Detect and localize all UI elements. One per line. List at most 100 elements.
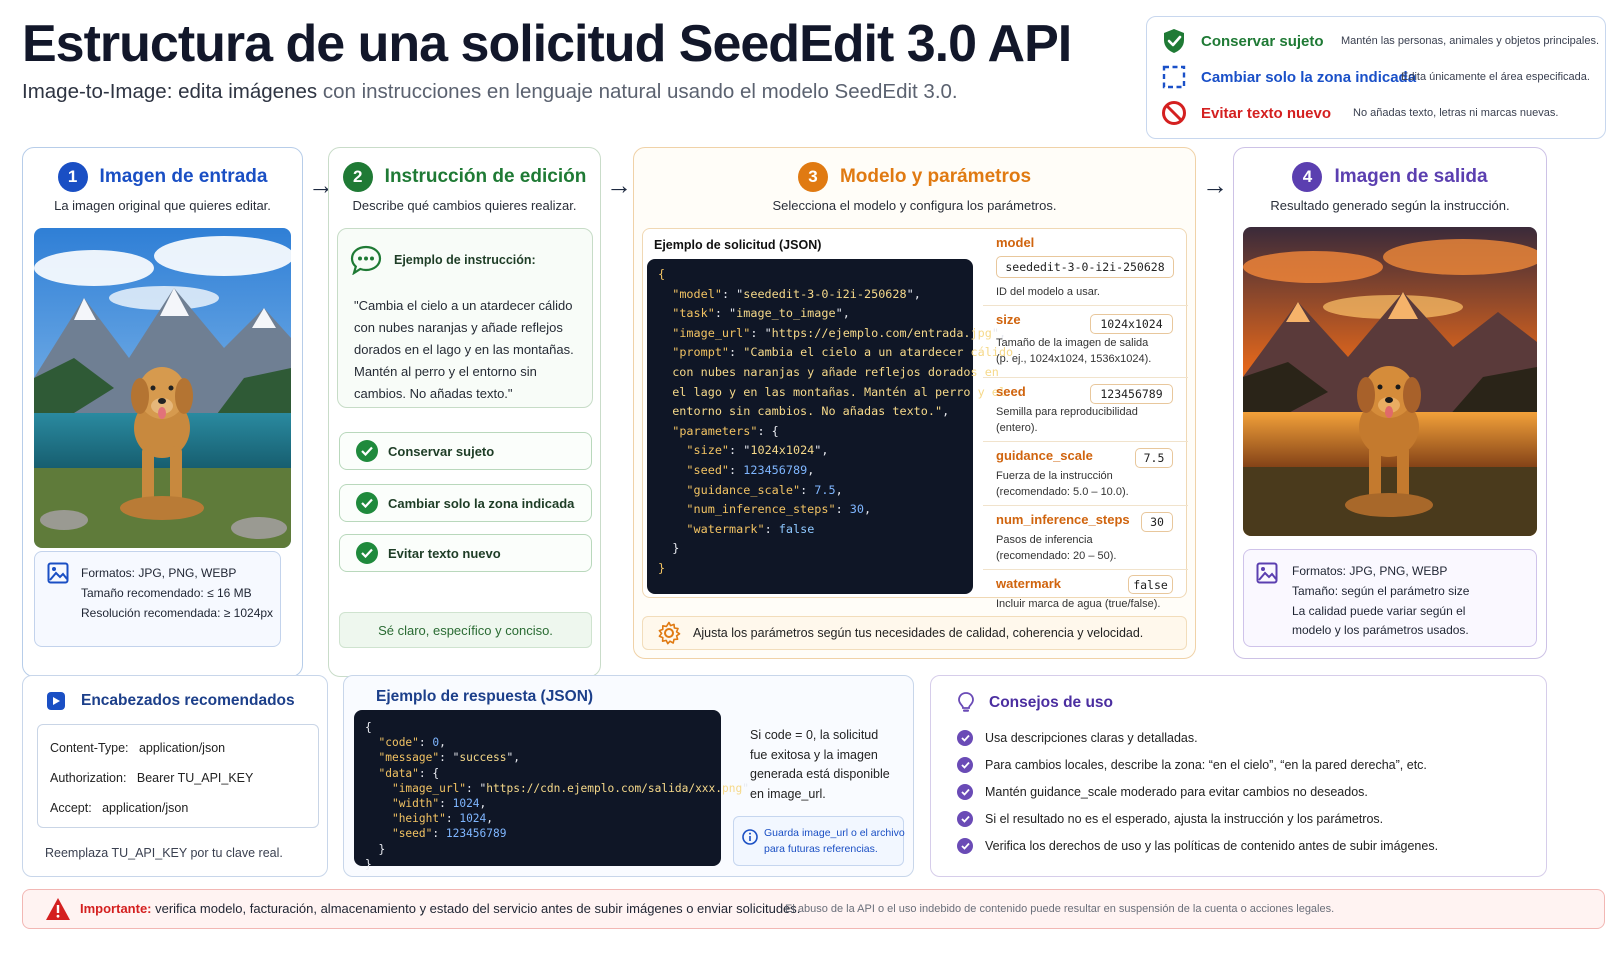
- param-desc: (entero).: [996, 422, 1038, 434]
- subtitle-rest: con instrucciones en lenguaje natural us…: [317, 80, 958, 103]
- header-key: Authorization:: [50, 771, 127, 785]
- step1-header: 1 Imagen de entrada: [23, 162, 302, 192]
- step2-header: 2 Instrucción de edición: [329, 162, 600, 192]
- response-tip: Guarda image_url o el archivo para futur…: [764, 826, 905, 857]
- tip-item: Si el resultado no es el esperado, ajust…: [957, 811, 1383, 827]
- step-title: Imagen de entrada: [99, 166, 268, 187]
- explain-line: Si code = 0, la solicitud: [750, 728, 879, 742]
- param-seed: seed 123456789 Semilla para reproducibil…: [983, 378, 1188, 442]
- header-row: Authorization: Bearer TU_API_KEY: [50, 771, 253, 785]
- page-title: Estructura de una solicitud SeedEdit 3.0…: [22, 15, 1072, 73]
- param-value: 7.5: [1135, 448, 1173, 468]
- header-value: application/json: [138, 741, 226, 755]
- resp-width-value: 1024: [452, 797, 480, 811]
- tip-line: para futuras referencias.: [764, 842, 878, 855]
- step-title: Instrucción de edición: [384, 166, 587, 187]
- tip-text: Mantén guidance_scale moderado para evit…: [985, 785, 1368, 799]
- param-desc: (recomendado: 20 – 50).: [996, 550, 1117, 562]
- document-icon: [45, 690, 67, 717]
- input-image: [34, 228, 291, 548]
- step-number: 4: [1292, 162, 1323, 192]
- tip-item: Verifica los derechos de uso y las polít…: [957, 838, 1438, 854]
- param-guidance-scale: guidance_scale 7.5 Fuerza de la instrucc…: [983, 442, 1188, 506]
- step-number: 2: [342, 162, 373, 192]
- headers-table: Content-Type: application/json Authoriza…: [37, 724, 319, 828]
- json-image-url-value: https://ejemplo.com/entrada.jpg: [771, 325, 992, 340]
- step3-header: 3 Modelo y parámetros: [634, 162, 1195, 192]
- resp-seed-value: 123456789: [445, 827, 507, 841]
- warning-text: Importante: verifica modelo, facturación…: [80, 901, 800, 916]
- step-subtitle: Describe qué cambios quieres realizar.: [352, 198, 577, 213]
- warning-note: El abuso de la API o el uso indebido de …: [785, 903, 1335, 915]
- legend-row-conservar: Conservar sujeto Mantén las personas, an…: [1161, 27, 1599, 55]
- step-title: Imagen de salida: [1334, 166, 1488, 187]
- param-watermark: watermark false Incluir marca de agua (t…: [983, 570, 1188, 610]
- arrow-right-icon: →: [606, 170, 632, 200]
- headers-note: Reemplaza TU_API_KEY por tu clave real.: [45, 846, 283, 860]
- legend-label: Evitar texto nuevo: [1201, 104, 1332, 122]
- param-desc: Semilla para reproducibilidad: [996, 406, 1138, 418]
- request-json-panel: Ejemplo de solicitud (JSON) { "model": "…: [642, 228, 1188, 610]
- check-circle-icon: [356, 492, 378, 514]
- check-cambiar-zona: Cambiar solo la zona indicada: [339, 484, 592, 522]
- response-json-code: { "code": 0, "message": "success", "data…: [354, 710, 756, 871]
- param-size: size 1024x1024 Tamaño de la imagen de sa…: [983, 306, 1188, 378]
- tips-title: Consejos de uso: [989, 694, 1114, 711]
- output-info-line: La calidad puede variar según el: [1292, 604, 1466, 618]
- lightbulb-icon: [955, 690, 977, 719]
- param-desc: Incluir marca de agua (true/false).: [996, 598, 1161, 610]
- param-value: 30: [1141, 512, 1173, 532]
- json-guidance-value: 7.5: [814, 482, 836, 497]
- param-desc: Fuerza de la instrucción: [996, 470, 1113, 482]
- response-explanation: Si code = 0, la solicitud fue exitosa y …: [750, 726, 890, 804]
- step-title: Modelo y parámetros: [839, 166, 1032, 187]
- step-subtitle: La imagen original que quieres editar.: [54, 198, 271, 213]
- response-title: Ejemplo de respuesta (JSON): [376, 688, 594, 705]
- arrow-right-icon: →: [1202, 170, 1228, 200]
- warning-icon: [45, 897, 71, 926]
- header-key: Content-Type:: [50, 741, 129, 755]
- json-model-value: seededit-3-0-i2i-250628: [743, 286, 907, 301]
- legend-label: Cambiar solo la zona indicada: [1201, 68, 1417, 86]
- tip-item: Mantén guidance_scale moderado para evit…: [957, 784, 1368, 800]
- legend-box: Conservar sujeto Mantén las personas, an…: [1146, 16, 1606, 139]
- headers-title: Encabezados recomendados: [81, 692, 295, 709]
- image-icon: [47, 562, 69, 589]
- image-icon: [1256, 562, 1278, 589]
- param-value: seededit-3-0-i2i-250628: [996, 256, 1174, 278]
- response-tip-box: Guarda image_url o el archivo para futur…: [733, 816, 905, 866]
- json-size-value: 1024x1024: [750, 443, 815, 458]
- check-label: Conservar sujeto: [388, 443, 495, 459]
- output-info-box: Formatos: JPG, PNG, WEBP Tamaño: según e…: [1243, 549, 1537, 647]
- explain-line: generada está disponible: [750, 767, 890, 781]
- param-name: num_inference_steps: [996, 512, 1130, 527]
- step4-card: 4 Imagen de salida Resultado generado se…: [1233, 147, 1547, 659]
- input-info-line: Formatos: JPG, PNG, WEBP: [81, 566, 237, 580]
- legend-desc: Edita únicamente el área especificada.: [1401, 71, 1590, 83]
- param-name: seed: [996, 384, 1026, 399]
- header-row: Accept: application/json: [50, 801, 188, 815]
- check-circle-icon: [957, 811, 973, 827]
- step-number: 1: [57, 162, 88, 192]
- header-row: Content-Type: application/json: [50, 741, 225, 755]
- step-subtitle: Selecciona el modelo y configura los par…: [772, 198, 1057, 213]
- json-task-value: image_to_image: [736, 306, 836, 321]
- step4-header: 4 Imagen de salida: [1234, 162, 1546, 192]
- check-evitar-texto: Evitar texto nuevo: [339, 534, 592, 572]
- check-circle-icon: [957, 784, 973, 800]
- instruction-example-text: "Cambia el cielo a un atardecer cálido c…: [354, 298, 574, 401]
- input-info-box: Formatos: JPG, PNG, WEBP Tamaño recomend…: [34, 551, 281, 647]
- info-icon: [742, 829, 758, 850]
- json-steps-value: 30: [849, 502, 865, 517]
- tip-text: Para cambios locales, describe la zona: …: [985, 758, 1427, 772]
- check-circle-icon: [356, 440, 378, 462]
- warning-body: verifica modelo, facturación, almacenami…: [151, 901, 801, 916]
- response-card: Ejemplo de respuesta (JSON) { "code": 0,…: [343, 675, 914, 877]
- explain-line: en image_url.: [750, 786, 826, 801]
- input-info-line: Resolución recomendada: ≥ 1024px: [81, 606, 274, 620]
- json-watermark-value: false: [778, 521, 815, 536]
- tip-text: Usa descripciones claras y detalladas.: [985, 731, 1198, 745]
- step-number: 3: [797, 162, 828, 192]
- adjust-note-bar: Ajusta los parámetros según tus necesida…: [642, 616, 1187, 650]
- check-label: Evitar texto nuevo: [388, 545, 501, 561]
